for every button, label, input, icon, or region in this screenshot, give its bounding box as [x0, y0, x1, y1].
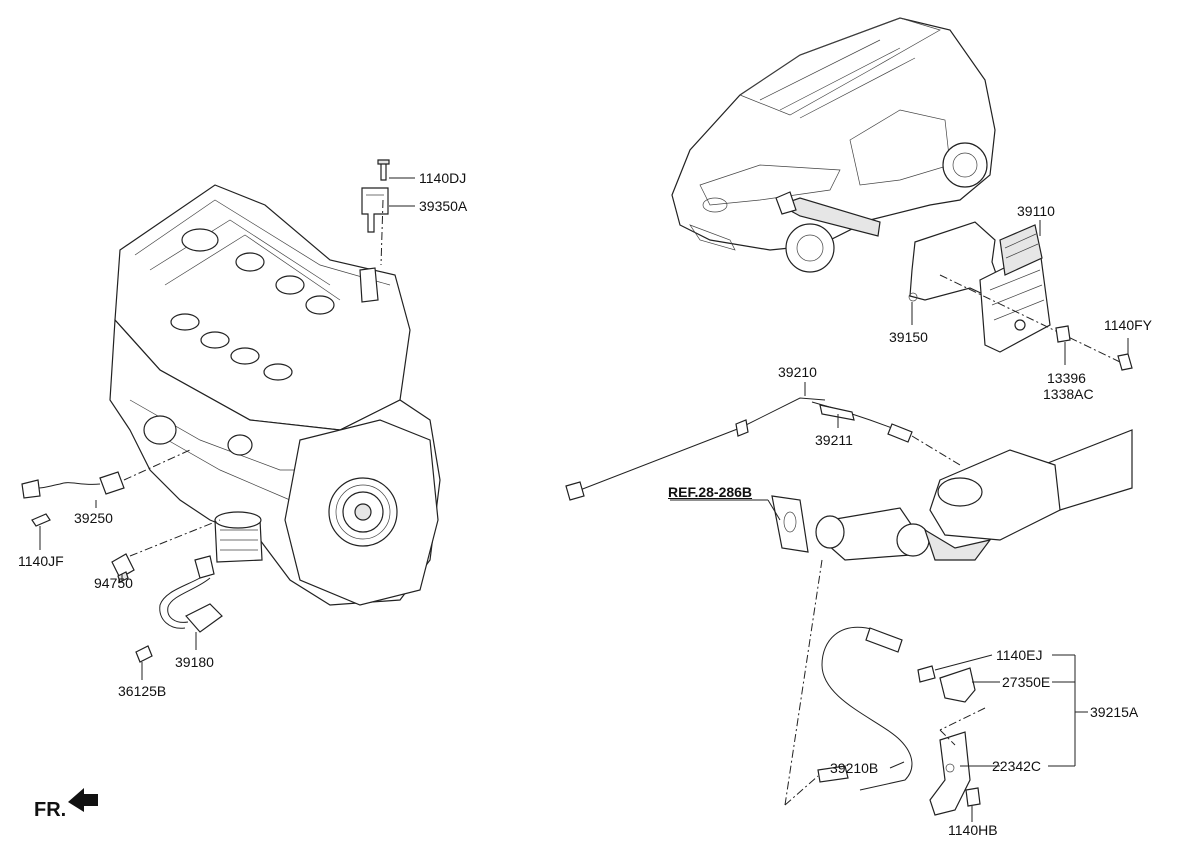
vehicle-silhouette: [671, 17, 996, 273]
o2-sensor-39210: [565, 397, 961, 501]
front-direction-label: FR.: [34, 799, 67, 821]
label-1140HB[interactable]: 1140HB: [948, 822, 998, 838]
cam-sensor-39350A: [361, 159, 390, 266]
label-22342C[interactable]: 22342C: [992, 758, 1042, 774]
label-1140JF[interactable]: 1140JF: [18, 553, 64, 569]
label-1338AC[interactable]: 1338AC: [1043, 386, 1094, 402]
knock-sensor-39250: [21, 449, 191, 527]
label-39180[interactable]: 39180: [175, 654, 214, 670]
brackets: [917, 665, 986, 816]
label-39110[interactable]: 39110: [1017, 203, 1055, 219]
exhaust-assembly: [771, 429, 1133, 561]
crank-sensor-39180: [135, 555, 223, 663]
label-39211[interactable]: 39211: [815, 432, 853, 448]
label-39210B[interactable]: 39210B: [830, 760, 879, 776]
label-94750[interactable]: 94750: [94, 575, 133, 591]
label-1140FY[interactable]: 1140FY: [1104, 317, 1152, 333]
label-36125B[interactable]: 36125B: [118, 683, 167, 699]
engine-block: [109, 184, 441, 606]
o2-sensor-39210B: [784, 559, 913, 806]
label-1140DJ[interactable]: 1140DJ: [419, 170, 467, 186]
label-1140EJ[interactable]: 1140EJ: [996, 647, 1043, 663]
label-39210[interactable]: 39210: [778, 364, 817, 380]
label-39250[interactable]: 39250: [74, 510, 113, 526]
oil-switch-94750: [111, 519, 221, 583]
label-27350E[interactable]: 27350E: [1002, 674, 1051, 690]
front-direction-arrow-icon: [68, 788, 98, 812]
leader-lines: [39, 177, 1129, 822]
label-39150[interactable]: 39150: [889, 329, 928, 345]
label-39350A[interactable]: 39350A: [419, 198, 468, 214]
ecu-assembly: [908, 221, 1133, 371]
label-ref-28-286B[interactable]: REF.28-286B: [668, 484, 753, 500]
label-13396[interactable]: 13396: [1047, 370, 1086, 386]
label-39215A[interactable]: 39215A: [1090, 704, 1139, 720]
